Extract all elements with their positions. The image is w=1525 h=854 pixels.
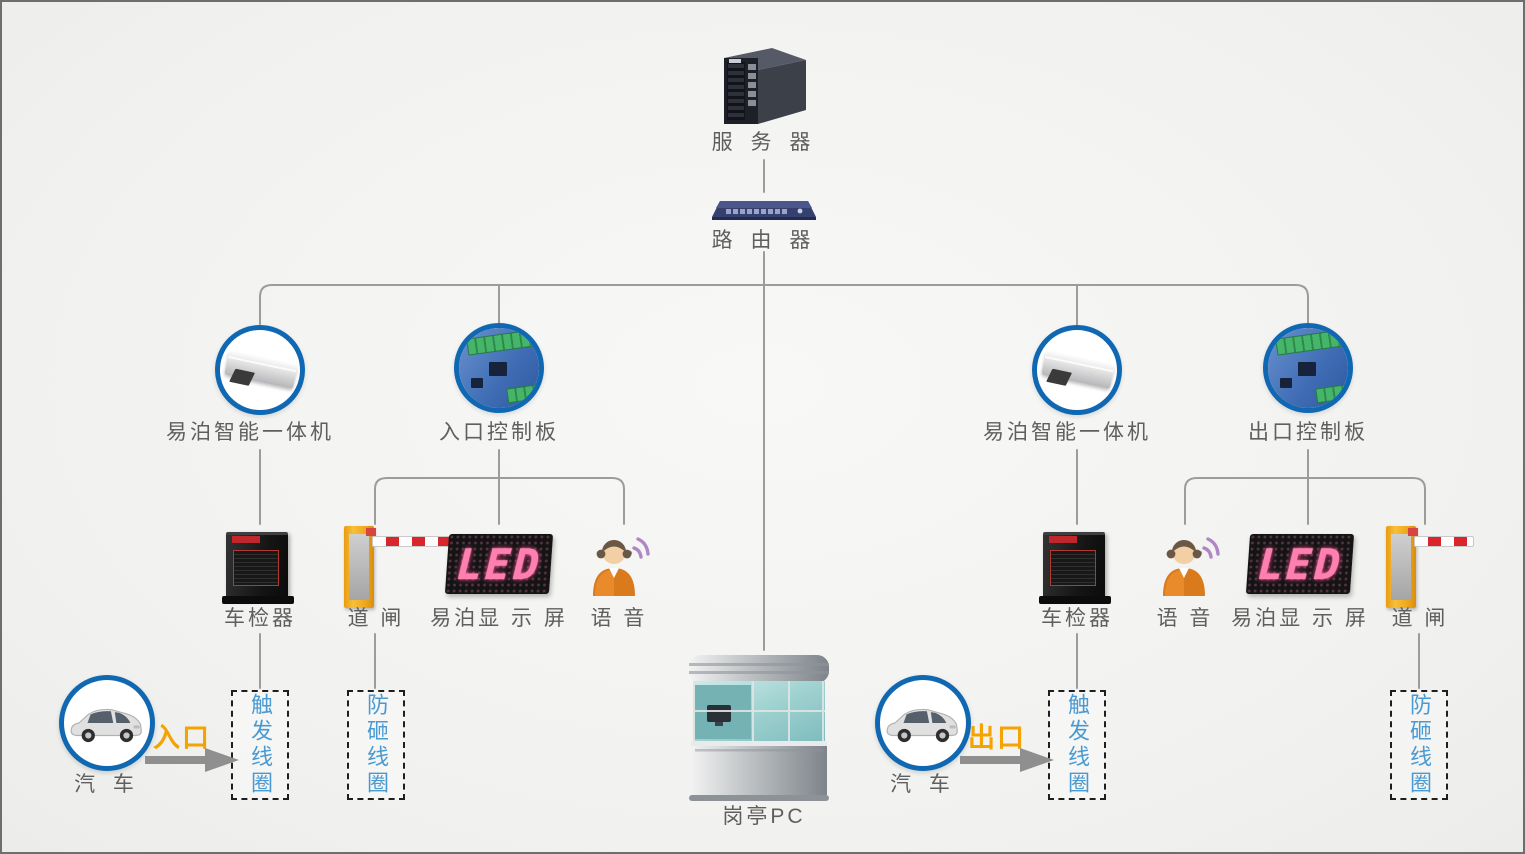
entrance-anti-smash-coil-box: 防砸线圈: [347, 690, 405, 800]
exit-voice-label: 语 音: [1156, 607, 1214, 630]
chip: [489, 362, 507, 376]
exit-trigger-coil-box: 触发线圈: [1048, 690, 1106, 800]
entrance-led-display-label: 易泊显 示 屏: [430, 607, 568, 630]
exit-arrow: [960, 748, 1054, 772]
entrance-board-icon: [454, 323, 544, 413]
router-label: 路 由 器: [711, 229, 817, 252]
entrance-car-label: 汽 车: [74, 773, 140, 796]
detector-panel: [233, 550, 279, 586]
exit-car-label: 汽 车: [890, 773, 956, 796]
right-camera-icon: [1032, 325, 1122, 415]
detector-panel: [1050, 550, 1096, 586]
chip: [471, 378, 483, 388]
left-camera-label: 易泊智能一体机: [166, 421, 334, 444]
exit-barrier-gate-label: 道 闸: [1391, 607, 1449, 630]
exit-anti-smash-coil-box: 防砸线圈: [1390, 690, 1448, 800]
exit-anti-smash-coil-label: 防砸线圈: [1407, 693, 1432, 797]
entrance-anti-smash-coil-label: 防砸线圈: [364, 693, 389, 797]
car-shape: [70, 708, 142, 743]
detector-base: [222, 596, 294, 604]
gate-post: [1386, 526, 1418, 608]
led-sign-text: LED: [450, 539, 548, 589]
led-sign-text: LED: [1251, 539, 1349, 589]
entrance-direction-label: 入口: [153, 723, 211, 753]
camera-housing: [224, 350, 298, 390]
booth-label: 岗亭PC: [722, 805, 806, 828]
gate-arm: [1414, 536, 1474, 547]
entrance-arrow: [145, 748, 239, 772]
detector-red-strip: [1049, 536, 1077, 543]
entrance-barrier-gate-label: 道 闸: [347, 607, 405, 630]
entrance-voice-label: 语 音: [590, 607, 648, 630]
gate-arm: [372, 536, 452, 547]
exit-direction-label: 出口: [968, 723, 1026, 753]
entrance-board-label: 入口控制板: [439, 421, 559, 444]
entrance-trigger-coil-label: 触发线圈: [248, 693, 273, 797]
exit-car-icon: [875, 675, 971, 771]
exit-led-display-label: 易泊显 示 屏: [1231, 607, 1369, 630]
exit-vehicle-detector-label: 车检器: [1041, 607, 1113, 630]
entrance-trigger-coil-box: 触发线圈: [231, 690, 289, 800]
gate-post: [344, 526, 376, 608]
exit-trigger-coil-label: 触发线圈: [1065, 693, 1090, 797]
exit-board-icon: [1263, 323, 1353, 413]
right-camera-label: 易泊智能一体机: [983, 421, 1151, 444]
left-camera-icon: [215, 325, 305, 415]
exit-led-display-icon: LED: [1245, 534, 1355, 594]
entrance-vehicle-detector-label: 车检器: [224, 607, 296, 630]
detector-base: [1039, 596, 1111, 604]
router-icon: [712, 201, 816, 220]
entrance-voice-icon: [593, 537, 650, 596]
detector-red-strip: [232, 536, 260, 543]
entrance-led-display-icon: LED: [444, 534, 554, 594]
entrance-car-icon: [59, 675, 155, 771]
exit-board-label: 出口控制板: [1248, 421, 1368, 444]
server-label: 服 务 器: [711, 131, 817, 154]
guard-booth-icon: [689, 655, 829, 801]
exit-vehicle-detector-icon: [1039, 526, 1113, 606]
entrance-vehicle-detector-icon: [222, 526, 296, 606]
car-shape: [886, 708, 958, 743]
chip: [1298, 362, 1316, 376]
exit-barrier-gate-icon: [1386, 526, 1492, 610]
chip: [1280, 378, 1292, 388]
entrance-barrier-gate-icon: [344, 526, 452, 610]
camera-housing: [1041, 350, 1115, 390]
exit-voice-icon: [1163, 537, 1220, 596]
server-icon: [724, 48, 806, 124]
